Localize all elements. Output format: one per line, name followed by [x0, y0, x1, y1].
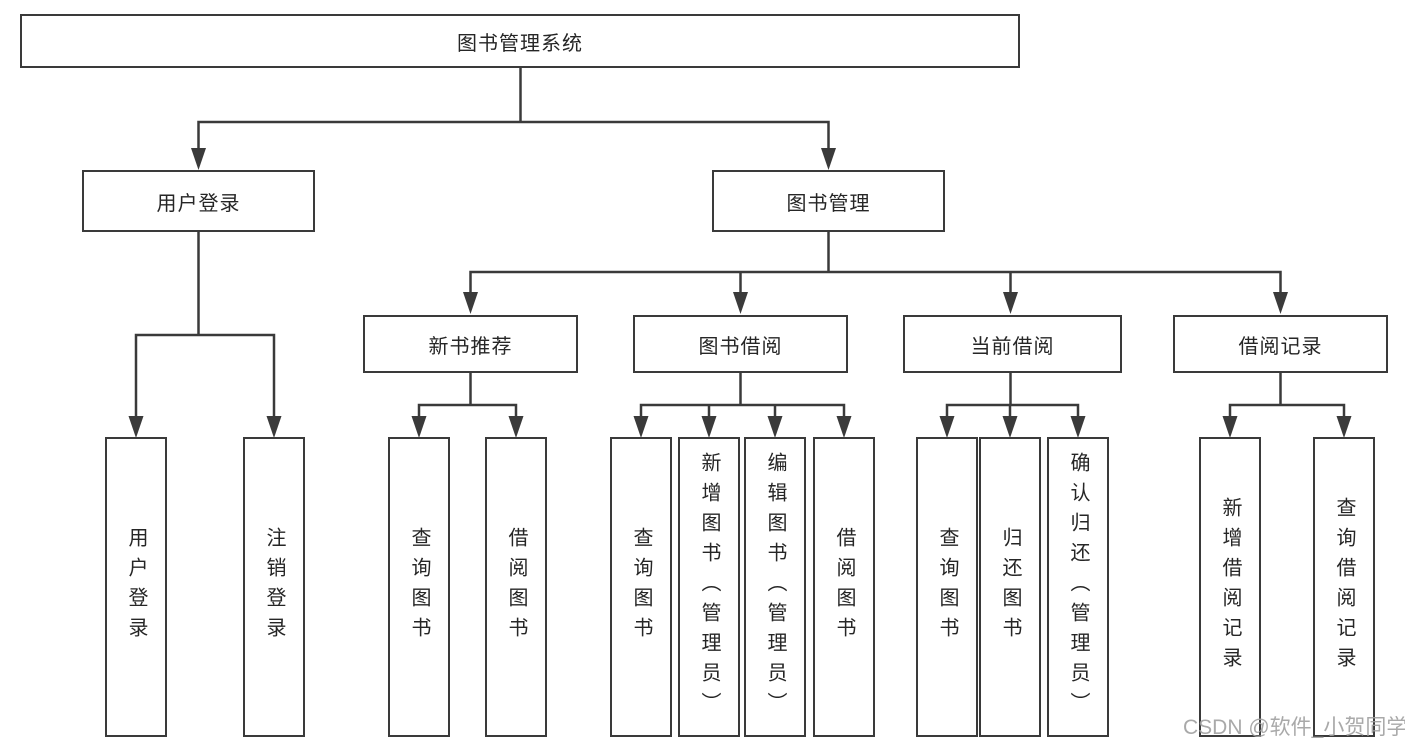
node-user-login-label: 用户登录 — [156, 192, 241, 215]
node-user-login: 用户登录 — [82, 170, 315, 232]
leaf-logout-label: 注销登录 — [263, 527, 285, 647]
leaf-add-book-admin: 新增图书（管理员） — [678, 437, 740, 737]
leaf-return-books: 归还图书 — [979, 437, 1041, 737]
leaf-confirm-return-admin: 确认归还（管理员） — [1047, 437, 1109, 737]
node-book-management-label: 图书管理 — [786, 192, 871, 215]
leaf-query-books-recommend: 查询图书 — [388, 437, 450, 737]
leaf-user-login: 用户登录 — [105, 437, 167, 737]
node-current-borrowing: 当前借阅 — [903, 315, 1122, 373]
leaf-borrow-books-label: 借阅图书 — [833, 527, 855, 647]
leaf-user-login-label: 用户登录 — [125, 527, 147, 647]
leaf-query-books-current: 查询图书 — [916, 437, 978, 737]
leaf-query-borrow-record: 查询借阅记录 — [1313, 437, 1375, 737]
node-new-book-recommend-label: 新书推荐 — [428, 335, 513, 358]
leaf-add-book-admin-label: 新增图书（管理员） — [698, 452, 720, 722]
leaf-edit-book-admin-label: 编辑图书（管理员） — [764, 452, 786, 722]
leaf-return-books-label: 归还图书 — [999, 527, 1021, 647]
node-borrowing-records-label: 借阅记录 — [1238, 335, 1323, 358]
node-borrowing-records: 借阅记录 — [1173, 315, 1388, 373]
node-book-borrowing: 图书借阅 — [633, 315, 848, 373]
leaf-query-books-borrowing-label: 查询图书 — [630, 527, 652, 647]
leaf-edit-book-admin: 编辑图书（管理员） — [744, 437, 806, 737]
leaf-query-borrow-record-label: 查询借阅记录 — [1333, 497, 1355, 677]
leaf-query-books-recommend-label: 查询图书 — [408, 527, 430, 647]
node-library-system: 图书管理系统 — [20, 14, 1020, 68]
leaf-confirm-return-admin-label: 确认归还（管理员） — [1067, 452, 1089, 722]
leaf-borrow-books-recommend-label: 借阅图书 — [505, 527, 527, 647]
leaf-borrow-books: 借阅图书 — [813, 437, 875, 737]
leaf-query-books-current-label: 查询图书 — [936, 527, 958, 647]
node-book-borrowing-label: 图书借阅 — [698, 335, 783, 358]
leaf-add-borrow-record: 新增借阅记录 — [1199, 437, 1261, 737]
node-book-management: 图书管理 — [712, 170, 945, 232]
node-library-system-label: 图书管理系统 — [457, 32, 583, 55]
leaf-add-borrow-record-label: 新增借阅记录 — [1219, 497, 1241, 677]
node-new-book-recommend: 新书推荐 — [363, 315, 578, 373]
leaf-borrow-books-recommend: 借阅图书 — [485, 437, 547, 737]
leaf-query-books-borrowing: 查询图书 — [610, 437, 672, 737]
node-current-borrowing-label: 当前借阅 — [970, 335, 1055, 358]
leaf-logout: 注销登录 — [243, 437, 305, 737]
csdn-watermark: CSDN @软件_小贺同学 — [1183, 716, 1405, 739]
